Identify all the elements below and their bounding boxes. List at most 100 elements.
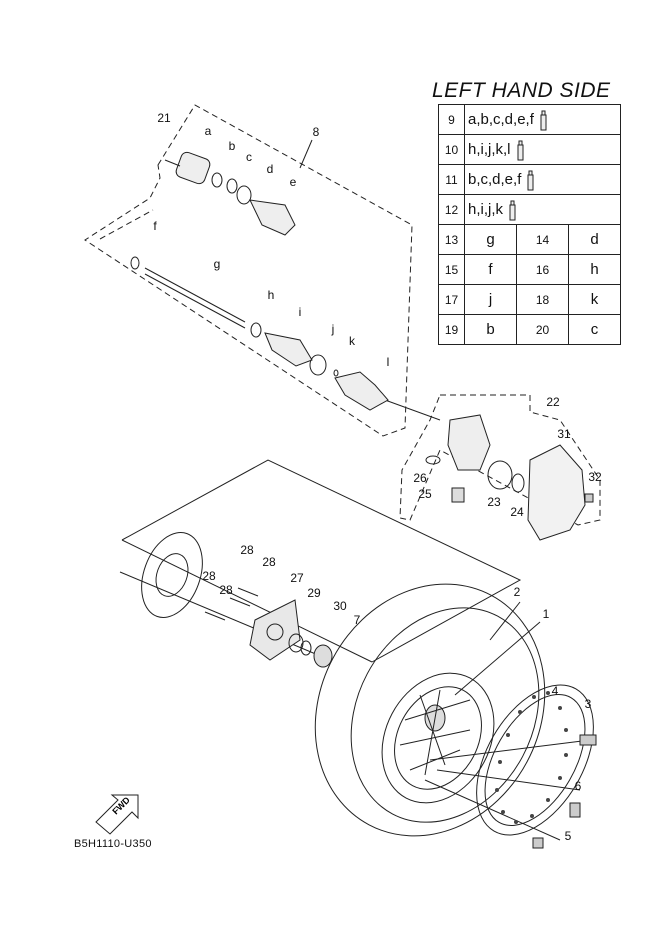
callout-8: 8 (313, 125, 320, 139)
legend-num: 12 (438, 194, 465, 225)
callout-32: 32 (588, 470, 602, 484)
cv-joint-a (164, 151, 211, 185)
clip-b (211, 172, 223, 188)
legend-num-2: 20 (516, 314, 569, 345)
section-title: LEFT HAND SIDE (432, 79, 611, 102)
legend-num-2: 14 (516, 224, 569, 255)
legend-parts: h,i,j,k,l (464, 134, 621, 165)
callout-29: 29 (307, 586, 321, 600)
legend-parts-2: h (568, 254, 621, 285)
callout-j: j (331, 322, 335, 336)
grease-tube-icon (517, 140, 524, 160)
legend-num-2: 18 (516, 284, 569, 315)
legend-num: 17 (438, 284, 465, 315)
callout-d: d (267, 162, 274, 176)
legend-num: 10 (438, 134, 465, 165)
ball-joint-25 (451, 487, 465, 503)
callout-6: 6 (575, 779, 582, 793)
grease-tube-icon (540, 110, 547, 130)
wheel-studs (204, 587, 259, 621)
callout-4: 4 (552, 684, 559, 698)
callout-h: h (268, 288, 275, 302)
diagram-code: B5H1110-U350 (74, 838, 152, 850)
boot-i (264, 332, 313, 367)
callout-25: 25 (418, 487, 432, 501)
callout-g: g (214, 257, 221, 271)
band-h (250, 322, 262, 338)
inner-dashed-divider (99, 209, 154, 240)
bolt-32 (584, 493, 594, 503)
legend-parts: b,c,d,e,f (464, 164, 621, 195)
legend-parts: f (464, 254, 517, 285)
bearing-23 (487, 460, 513, 490)
knuckle-group-boundary (399, 394, 601, 526)
callout-1: 1 (543, 607, 550, 621)
wheel-hub (249, 599, 301, 661)
legend-num: 9 (438, 104, 465, 135)
callout-f: f (153, 219, 157, 233)
grease-tube-icon (509, 200, 516, 220)
callout-b: b (229, 139, 236, 153)
legend-parts-2: d (568, 224, 621, 255)
circlip-26 (425, 455, 441, 465)
callout-28c: 28 (202, 569, 216, 583)
band-d (236, 185, 252, 205)
legend-parts: b (464, 314, 517, 345)
callout-5: 5 (565, 829, 572, 843)
grease-tube-icon (527, 170, 534, 190)
leader-bolt (436, 769, 581, 791)
leader-bolt3 (424, 779, 561, 841)
legend-parts: g (464, 224, 517, 255)
leader-hub-axis (119, 571, 331, 661)
callout-30: 30 (333, 599, 347, 613)
steering-knuckle (447, 414, 491, 471)
hub-group-boundary (121, 459, 522, 663)
shaft-g (144, 267, 246, 329)
callout-21: 21 (157, 111, 171, 125)
callout-a: a (205, 124, 212, 138)
boot-e (249, 199, 296, 236)
band-j (309, 354, 327, 376)
callout-e: e (290, 175, 297, 189)
callout-l: l (387, 355, 390, 369)
brake-disc-rear (141, 532, 203, 618)
ring-bolt-holes (495, 691, 568, 824)
bolt-6 (569, 802, 581, 818)
callout-3: 3 (585, 697, 592, 711)
washer-30 (300, 640, 312, 656)
legend-parts: j (464, 284, 517, 315)
callout-k: k (349, 334, 356, 348)
circlip-24 (511, 473, 525, 493)
nut-7 (313, 644, 333, 668)
callout-27: 27 (290, 571, 304, 585)
callout-7: 7 (354, 613, 361, 627)
clamp-c (226, 178, 238, 194)
leader-shaft-axis (384, 399, 441, 421)
bolt-5 (532, 837, 544, 849)
leader-8 (299, 139, 313, 169)
legend-num: 13 (438, 224, 465, 255)
legend-num: 15 (438, 254, 465, 285)
legend-parts: h,i,j,k (464, 194, 621, 225)
callout-31: 31 (557, 427, 571, 441)
leader-1 (454, 621, 541, 696)
callout-c: c (246, 150, 252, 164)
callout-24: 24 (510, 505, 524, 519)
clip-f (130, 256, 140, 270)
callout-28b: 28 (262, 555, 276, 569)
legend-parts-2: k (568, 284, 621, 315)
callout-26: 26 (413, 471, 427, 485)
callout-28d: 28 (219, 583, 233, 597)
legend-parts-2: c (568, 314, 621, 345)
callout-2: 2 (514, 585, 521, 599)
callout-23: 23 (487, 495, 501, 509)
